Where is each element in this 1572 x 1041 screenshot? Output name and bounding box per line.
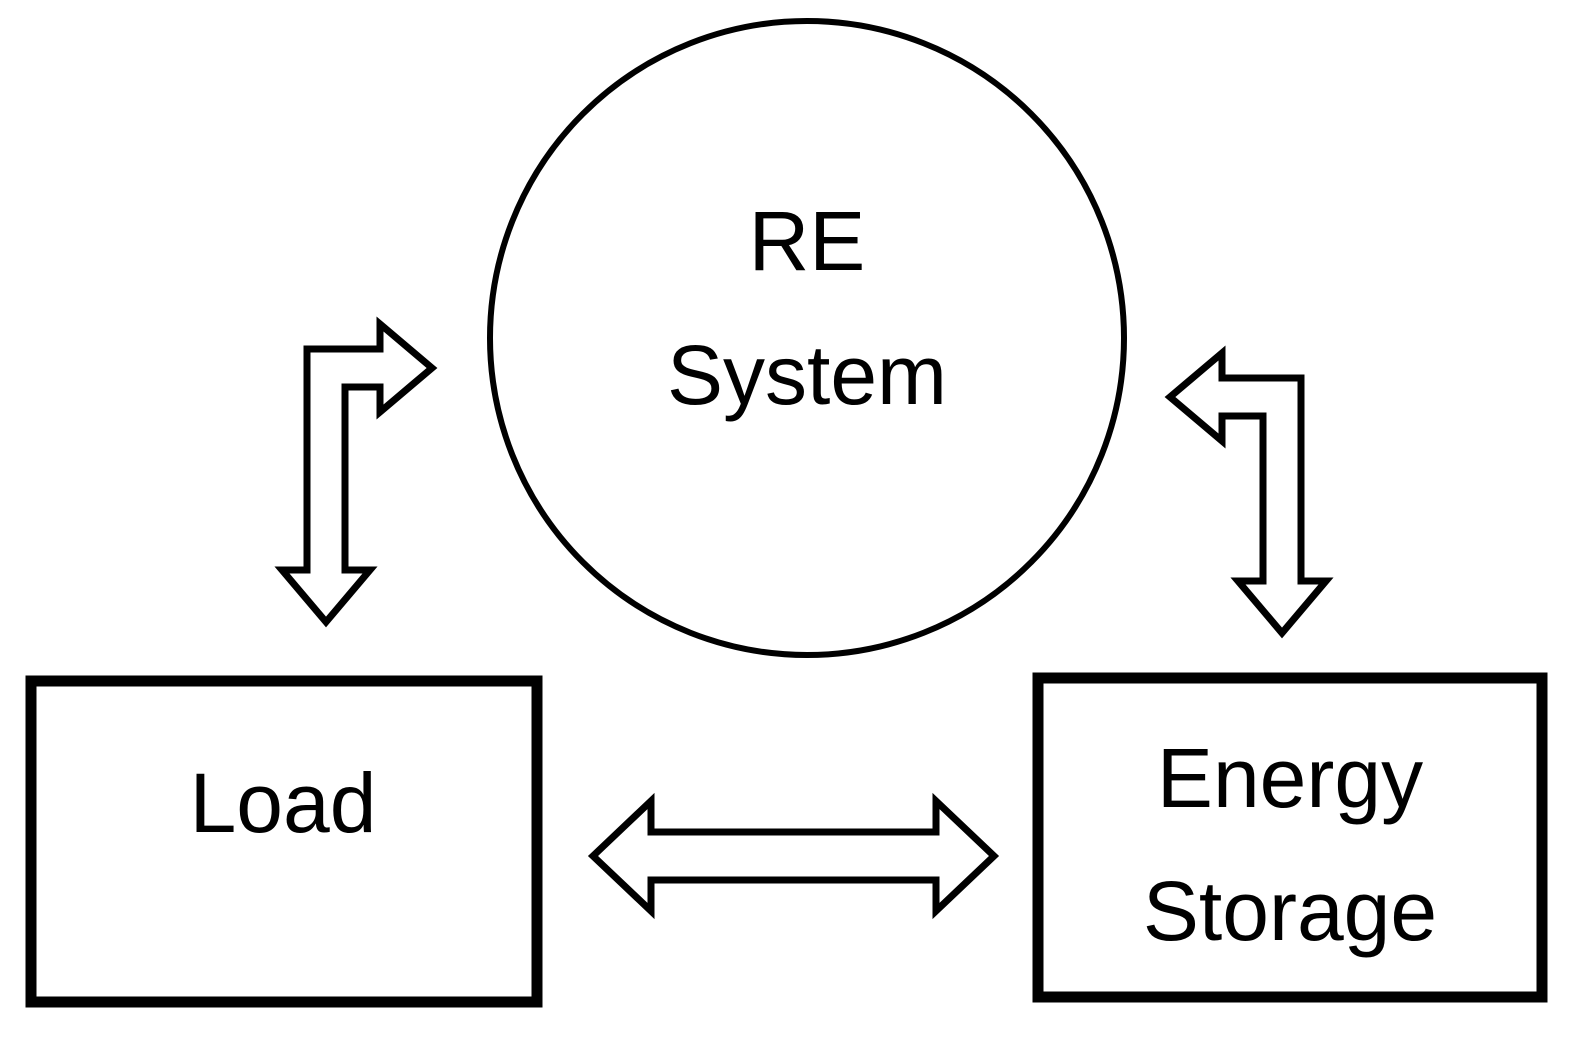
- energy-storage-label-line1: Energy: [1157, 731, 1423, 825]
- energy-storage-node: [1032, 672, 1548, 1003]
- re-system-label-line2: System: [667, 328, 947, 422]
- energy-storage-label-line2: Storage: [1143, 864, 1437, 958]
- load-node: [25, 675, 543, 1008]
- arrow-re-to-load-icon: [274, 316, 438, 628]
- load-label: Load: [190, 756, 377, 850]
- re-system-node: [487, 18, 1127, 658]
- arrow-re-to-storage-icon: [1164, 345, 1334, 639]
- arrow-load-to-storage-icon: [587, 792, 1000, 920]
- re-system-label-line1: RE: [749, 194, 866, 288]
